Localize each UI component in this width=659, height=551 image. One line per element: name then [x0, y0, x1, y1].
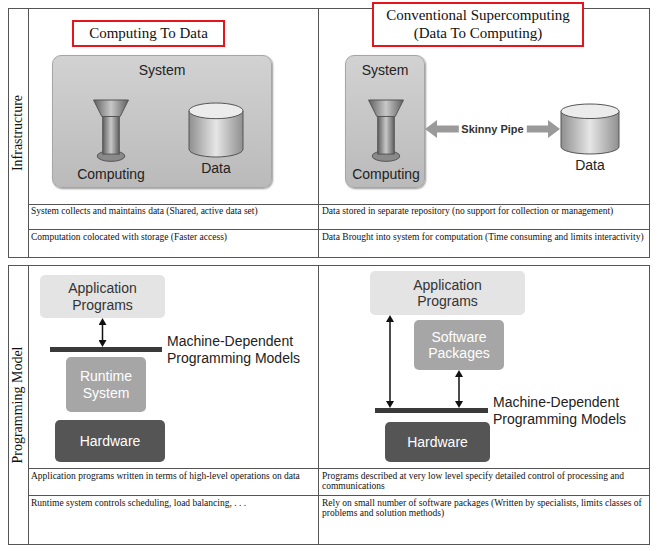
data-cylinder: Data — [188, 102, 244, 176]
data-cylinder: Data — [560, 103, 620, 173]
table-cell: Rely on small number of software package… — [322, 498, 647, 519]
computing-icon-shape — [88, 98, 134, 164]
cell-rule — [29, 468, 650, 469]
icon-top — [94, 100, 129, 116]
icon-label: Computing — [352, 166, 420, 182]
table-cell: Application programs written in terms of… — [31, 471, 316, 481]
header-text: Computing To Data — [89, 25, 208, 42]
icon-body — [378, 116, 395, 154]
label-slot: Computation colocated with storage (Fast… — [31, 232, 316, 242]
label-slot: Rely on small number of software package… — [322, 498, 647, 519]
interface-bar: Machine-Dependent Programming Models — [50, 347, 162, 352]
box-title: System — [362, 62, 409, 78]
programming-frame — [9, 266, 650, 545]
label-slot: Data Brought into system for computation… — [322, 232, 647, 242]
label-slot: Runtime system controls scheduling, load… — [31, 498, 316, 508]
box-label: Hardware — [407, 434, 468, 450]
cell-rule — [29, 495, 650, 496]
label-slot: Data stored in separate repository (no s… — [322, 206, 647, 216]
bar-label: Machine-Dependent Programming Models — [493, 394, 633, 426]
label-slot: Programming Model — [8, 270, 28, 540]
table-cell: Computation colocated with storage (Fast… — [31, 232, 316, 242]
label-slot: System collects and maintains data (Shar… — [31, 206, 316, 216]
icon-label: Computing — [77, 166, 145, 182]
system-box: SystemComputingData — [52, 55, 272, 188]
box-label: Application Programs — [53, 280, 153, 312]
row-label-rule — [28, 9, 29, 258]
header-text: Conventional Supercomputing (Data To Com… — [378, 7, 578, 42]
application-box: Application Programs — [370, 271, 525, 315]
interface-arrow — [389, 322, 391, 401]
column-rule — [318, 9, 319, 258]
icon-label: Data — [575, 157, 605, 173]
computing-icon: Computing — [88, 98, 134, 182]
interface-arrow — [458, 377, 460, 401]
table-cell: Runtime system controls scheduling, load… — [31, 498, 316, 508]
cell-rule — [29, 204, 650, 205]
row-label-rule — [28, 266, 29, 545]
label-slot: Programs described at very low level spe… — [322, 471, 647, 492]
cylinder-shape — [560, 103, 620, 155]
table-cell: Programs described at very low level spe… — [322, 471, 647, 492]
table-cell: System collects and maintains data (Shar… — [31, 206, 316, 216]
application-box: Application Programs — [40, 275, 165, 318]
icon-top — [369, 100, 404, 116]
label-slot: Infrastructure — [8, 13, 28, 253]
cylinder-top — [561, 104, 619, 119]
edge-label-slot: Skinny Pipe — [458, 123, 526, 135]
cylinder-shape — [188, 102, 244, 158]
computing-icon-shape — [363, 98, 409, 164]
system-box: SystemComputing — [345, 55, 425, 188]
hardware-box: Hardware — [385, 422, 490, 462]
interface-bar: Machine-Dependent Programming Models — [375, 408, 488, 413]
row-label: Programming Model — [10, 346, 26, 463]
box-label: Software Packages — [414, 329, 504, 361]
bar-label: Machine-Dependent Programming Models — [167, 333, 307, 365]
box-label: Hardware — [80, 433, 141, 449]
table-cell: Data stored in separate repository (no s… — [322, 206, 647, 216]
column-rule — [318, 266, 319, 545]
column-header: Conventional Supercomputing (Data To Com… — [372, 2, 584, 47]
column-header: Computing To Data — [72, 20, 225, 47]
icon-body — [103, 116, 120, 154]
label-slot: Application programs written in terms of… — [31, 471, 316, 481]
interface-arrow — [102, 325, 104, 340]
box-title: System — [139, 62, 186, 78]
icon-label: Data — [201, 160, 231, 176]
box-label: Application Programs — [398, 277, 498, 309]
table-cell: Data Brought into system for computation… — [322, 232, 647, 242]
hardware-box: Hardware — [55, 420, 165, 462]
cylinder-top — [189, 103, 243, 119]
software-box: Software Packages — [414, 320, 504, 370]
software-box: Runtime System — [66, 357, 146, 412]
row-label: Infrastructure — [10, 95, 26, 171]
computing-icon: Computing — [363, 98, 409, 182]
connector-label: Skinny Pipe — [458, 123, 526, 135]
box-label: Runtime System — [66, 368, 146, 400]
cell-rule — [29, 229, 650, 230]
